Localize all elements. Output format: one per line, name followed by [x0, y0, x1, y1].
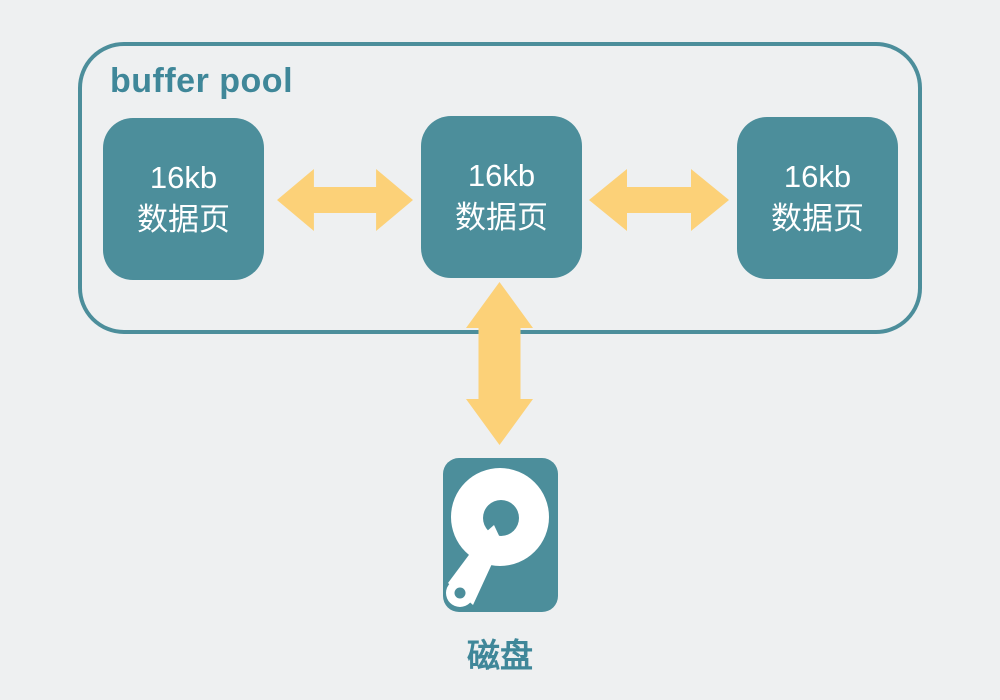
buffer-pool-title: buffer pool [110, 62, 294, 100]
data-page-box-2: 16kb 数据页 [421, 116, 582, 278]
data-page-box-3: 16kb 数据页 [737, 117, 898, 279]
arrow-shape [466, 282, 533, 445]
disk-label: 磁盘 [467, 637, 533, 674]
arrow-shape [589, 169, 729, 231]
data-page-label: 数据页 [137, 202, 230, 237]
data-page-box-1: 16kb 数据页 [103, 118, 264, 280]
bidirectional-arrow-middle-right [589, 169, 729, 231]
hard-disk-icon [443, 458, 558, 612]
bidirectional-arrow-left-middle [277, 169, 413, 231]
bidirectional-arrow-pool-disk [466, 282, 533, 445]
arrow-shape [277, 169, 413, 231]
data-page-label: 数据页 [455, 200, 548, 235]
data-page-size: 16kb [783, 159, 852, 194]
disk-actuator-pivot-hole [454, 587, 466, 599]
data-page-size: 16kb [467, 158, 536, 193]
data-page-label: 数据页 [771, 201, 864, 236]
data-page-size: 16kb [149, 160, 218, 195]
